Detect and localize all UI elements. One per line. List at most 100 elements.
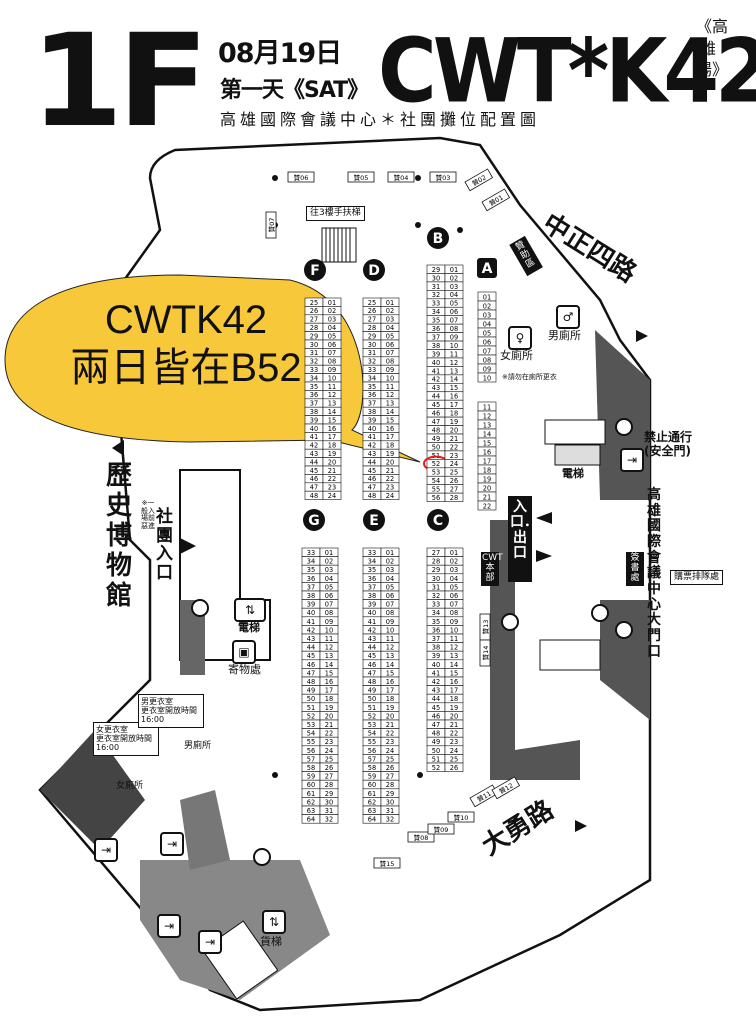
no-entry-subtitle: (安全門) xyxy=(644,444,691,459)
booth-number: 32 xyxy=(386,816,394,824)
sponsor-booth[interactable]: 贊10 xyxy=(447,811,475,823)
booth-number: 16 xyxy=(450,393,458,401)
booth-number: 31 xyxy=(325,807,333,815)
booth-number: 37 xyxy=(310,400,318,408)
booth-number: 09 xyxy=(325,618,333,626)
booth-number: 26 xyxy=(368,307,376,315)
booth-number: 40 xyxy=(432,661,440,669)
sponsor-booth[interactable]: 贊05 xyxy=(347,171,375,183)
booth-number: 38 xyxy=(432,644,440,652)
sponsor-booth-box xyxy=(407,831,435,843)
booth-number: 25 xyxy=(386,755,394,763)
booth-number: 05 xyxy=(325,583,333,591)
block-label: D xyxy=(368,263,380,279)
block-label-bg xyxy=(363,509,385,531)
booth-number: 01 xyxy=(386,299,394,307)
booth-number: 23 xyxy=(386,484,394,492)
booth-number: 34 xyxy=(307,558,315,566)
booth-number: 14 xyxy=(386,661,394,669)
sponsor-booth[interactable]: 贊02 xyxy=(464,168,494,192)
booth-number: 07 xyxy=(450,601,458,609)
booth-number: 13 xyxy=(386,652,394,660)
sponsor-booth-box xyxy=(464,168,494,192)
sponsor-booth[interactable]: 贊07 xyxy=(265,211,277,239)
booth-number: 41 xyxy=(432,367,440,375)
booth-number: 08 xyxy=(386,358,394,366)
booth-number: 49 xyxy=(307,687,315,695)
sponsor-booth-box xyxy=(427,823,455,835)
elevator-label-west: 電梯 xyxy=(238,621,260,634)
booth-cell[interactable] xyxy=(380,490,400,500)
east-elevator xyxy=(554,444,601,466)
sponsor-booth[interactable]: 贊03 xyxy=(429,171,457,183)
sponsor-booth-box xyxy=(479,639,491,667)
sponsor-booth-box xyxy=(491,776,521,800)
sponsor-booth[interactable]: 贊04 xyxy=(387,171,415,183)
booth-number: 50 xyxy=(432,747,440,755)
booth-number: 34 xyxy=(368,374,376,382)
male-changing-title: 男更衣室 xyxy=(141,697,173,706)
booth-number: 33 xyxy=(368,366,376,374)
booth-number: 12 xyxy=(450,359,458,367)
female-changing-title: 女更衣室 xyxy=(96,725,128,734)
booth-number: 06 xyxy=(328,341,336,349)
booth-number: 42 xyxy=(432,376,440,384)
booth-cell[interactable] xyxy=(380,814,400,824)
booth-cell[interactable] xyxy=(444,762,464,772)
sponsor-booth[interactable]: 贊14 xyxy=(479,639,491,667)
booth-number: 48 xyxy=(368,678,376,686)
booth-number: 02 xyxy=(328,307,336,315)
booth-number: 14 xyxy=(386,408,394,416)
booth-cell[interactable] xyxy=(477,500,497,511)
cwt-hq-label: CWT本部 xyxy=(481,552,503,586)
male-changing-note: 更衣室開放時間 xyxy=(141,706,197,716)
sponsor-booth[interactable]: 贊15 xyxy=(373,857,401,869)
booth-number: 38 xyxy=(368,408,376,416)
booth-number: 05 xyxy=(386,583,394,591)
sponsor-booth[interactable]: 贊08 xyxy=(407,831,435,843)
male-changing-time: 16:00 xyxy=(141,715,165,725)
booth-cell[interactable] xyxy=(319,814,339,824)
booth-number: 36 xyxy=(368,391,376,399)
booth-number: 34 xyxy=(368,558,376,566)
sponsor-booth[interactable]: 贊01 xyxy=(481,188,511,212)
sponsor-booth-box xyxy=(481,188,511,212)
booth-number: 62 xyxy=(307,798,315,806)
booth-number: 20 xyxy=(386,712,394,720)
entrance-exit-label: 入口．出口 xyxy=(508,496,538,582)
sponsor-booth[interactable]: 贊09 xyxy=(427,823,455,835)
booth-cell[interactable] xyxy=(477,372,497,383)
booth-number: 06 xyxy=(450,308,458,316)
sponsor-booth[interactable]: 贊11 xyxy=(469,784,499,808)
emergency-exit-icon: ⇥ xyxy=(620,448,644,472)
emergency-exit-icon-sw: ⇥ xyxy=(94,838,118,862)
booth-number: 24 xyxy=(450,747,458,755)
booth-number: 23 xyxy=(386,738,394,746)
booth-number: 46 xyxy=(307,661,315,669)
booth-number: 37 xyxy=(368,583,376,591)
booth-number: 50 xyxy=(307,695,315,703)
booth-number: 01 xyxy=(450,549,458,557)
booth-cell[interactable] xyxy=(444,492,464,502)
booth-number: 18 xyxy=(328,442,336,450)
sponsor-booth[interactable]: 贊06 xyxy=(287,171,315,183)
sponsor-booth[interactable]: 贊12 xyxy=(491,776,521,800)
booth-number: 34 xyxy=(432,308,440,316)
booth-number: 34 xyxy=(432,609,440,617)
booth-number: 13 xyxy=(386,400,394,408)
booth-number: 07 xyxy=(386,601,394,609)
womens-room-label-south: 女廁所 xyxy=(116,781,144,791)
booth-number: 54 xyxy=(307,730,315,738)
booth-number: 32 xyxy=(325,816,333,824)
sponsor-booth[interactable]: 贊13 xyxy=(479,613,491,641)
booth-number: 22 xyxy=(325,730,333,738)
booth-number: 43 xyxy=(307,635,315,643)
block-label-bg xyxy=(304,259,326,281)
booth-number: 01 xyxy=(450,266,458,274)
east-wall xyxy=(490,520,580,780)
block-label: B xyxy=(433,231,444,247)
booth-number: 42 xyxy=(307,626,315,634)
booth-cell[interactable] xyxy=(322,490,342,500)
booth-number: 10 xyxy=(325,626,333,634)
